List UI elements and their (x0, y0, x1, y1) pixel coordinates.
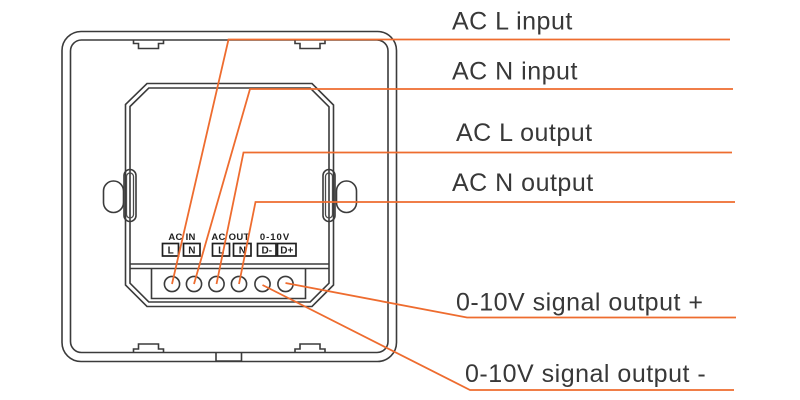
terminal-box-ac-in-n (182, 242, 201, 257)
terminal-letter-d-minus: D- (262, 246, 273, 257)
terminal-box-ac-in-l (161, 242, 180, 257)
callout-label-ac-l-output: AC L output (456, 119, 593, 147)
callout-line-ac-n-input (193, 88, 733, 285)
side-latch-right-inner (324, 172, 334, 219)
callout-line-0-10v-minus (262, 284, 734, 391)
callout-label-0-10v-minus: 0-10V signal output - (465, 360, 706, 388)
callout-label-ac-n-input: AC N input (452, 58, 578, 86)
terminal-compartment (150, 268, 307, 300)
terminal-box-ac-out-l (211, 242, 231, 257)
callout-labels: AC L input AC N input AC L output AC N o… (452, 8, 706, 389)
module-body-outer (124, 82, 335, 308)
module-body-inner (129, 87, 330, 303)
wall-plate-inner (69, 39, 389, 354)
callout-label-ac-l-input: AC L input (452, 8, 573, 36)
mounting-clip-bottom-right (294, 343, 326, 352)
side-latch-left-inner (125, 172, 135, 219)
callout-label-0-10v-plus: 0-10V signal output + (456, 289, 703, 317)
terminal-letter-ac-out-l: L (218, 246, 224, 257)
side-latch-right (322, 168, 336, 223)
callout-label-ac-n-output: AC N output (452, 169, 594, 197)
terminal-letter-ac-in-l: L (168, 246, 174, 257)
terminal-screw-ac-in-n (185, 275, 203, 293)
terminal-screw-ac-out-n (230, 275, 248, 293)
mounting-slot-right (335, 180, 358, 214)
terminal-screw-ac-in-l (163, 275, 181, 293)
terminal-box-d-minus (256, 242, 277, 257)
callout-lines (171, 38, 736, 391)
terminal-group-label-0-10v: 0-10V (260, 232, 290, 243)
callout-line-ac-n-output (238, 201, 735, 285)
callout-line-0-10v-plus (285, 282, 736, 319)
mounting-slot-left (102, 180, 125, 214)
terminal-letter-ac-out-n: N (239, 246, 246, 257)
terminal-screw-d-minus (254, 275, 271, 293)
terminal-group-label-ac-out: AC OUT (211, 232, 249, 243)
callout-line-ac-l-output (215, 151, 732, 285)
wall-plate-outer (61, 30, 398, 363)
terminal-letter-ac-in-n: N (188, 246, 195, 257)
terminal-letter-d-plus: D+ (280, 246, 293, 257)
callout-line-ac-l-input (171, 38, 730, 285)
mounting-clip-top-right (294, 40, 326, 50)
mounting-clip-top-left (132, 40, 165, 50)
device-back-view (61, 30, 398, 363)
bottom-notch (215, 352, 243, 362)
terminal-screw-ac-out-l (208, 275, 225, 293)
mounting-clip-bottom-left (132, 343, 165, 352)
terminal-block-labels: AC IN AC OUT 0-10V L N L N D- D+ (161, 232, 297, 257)
terminal-box-d-plus (276, 242, 297, 257)
